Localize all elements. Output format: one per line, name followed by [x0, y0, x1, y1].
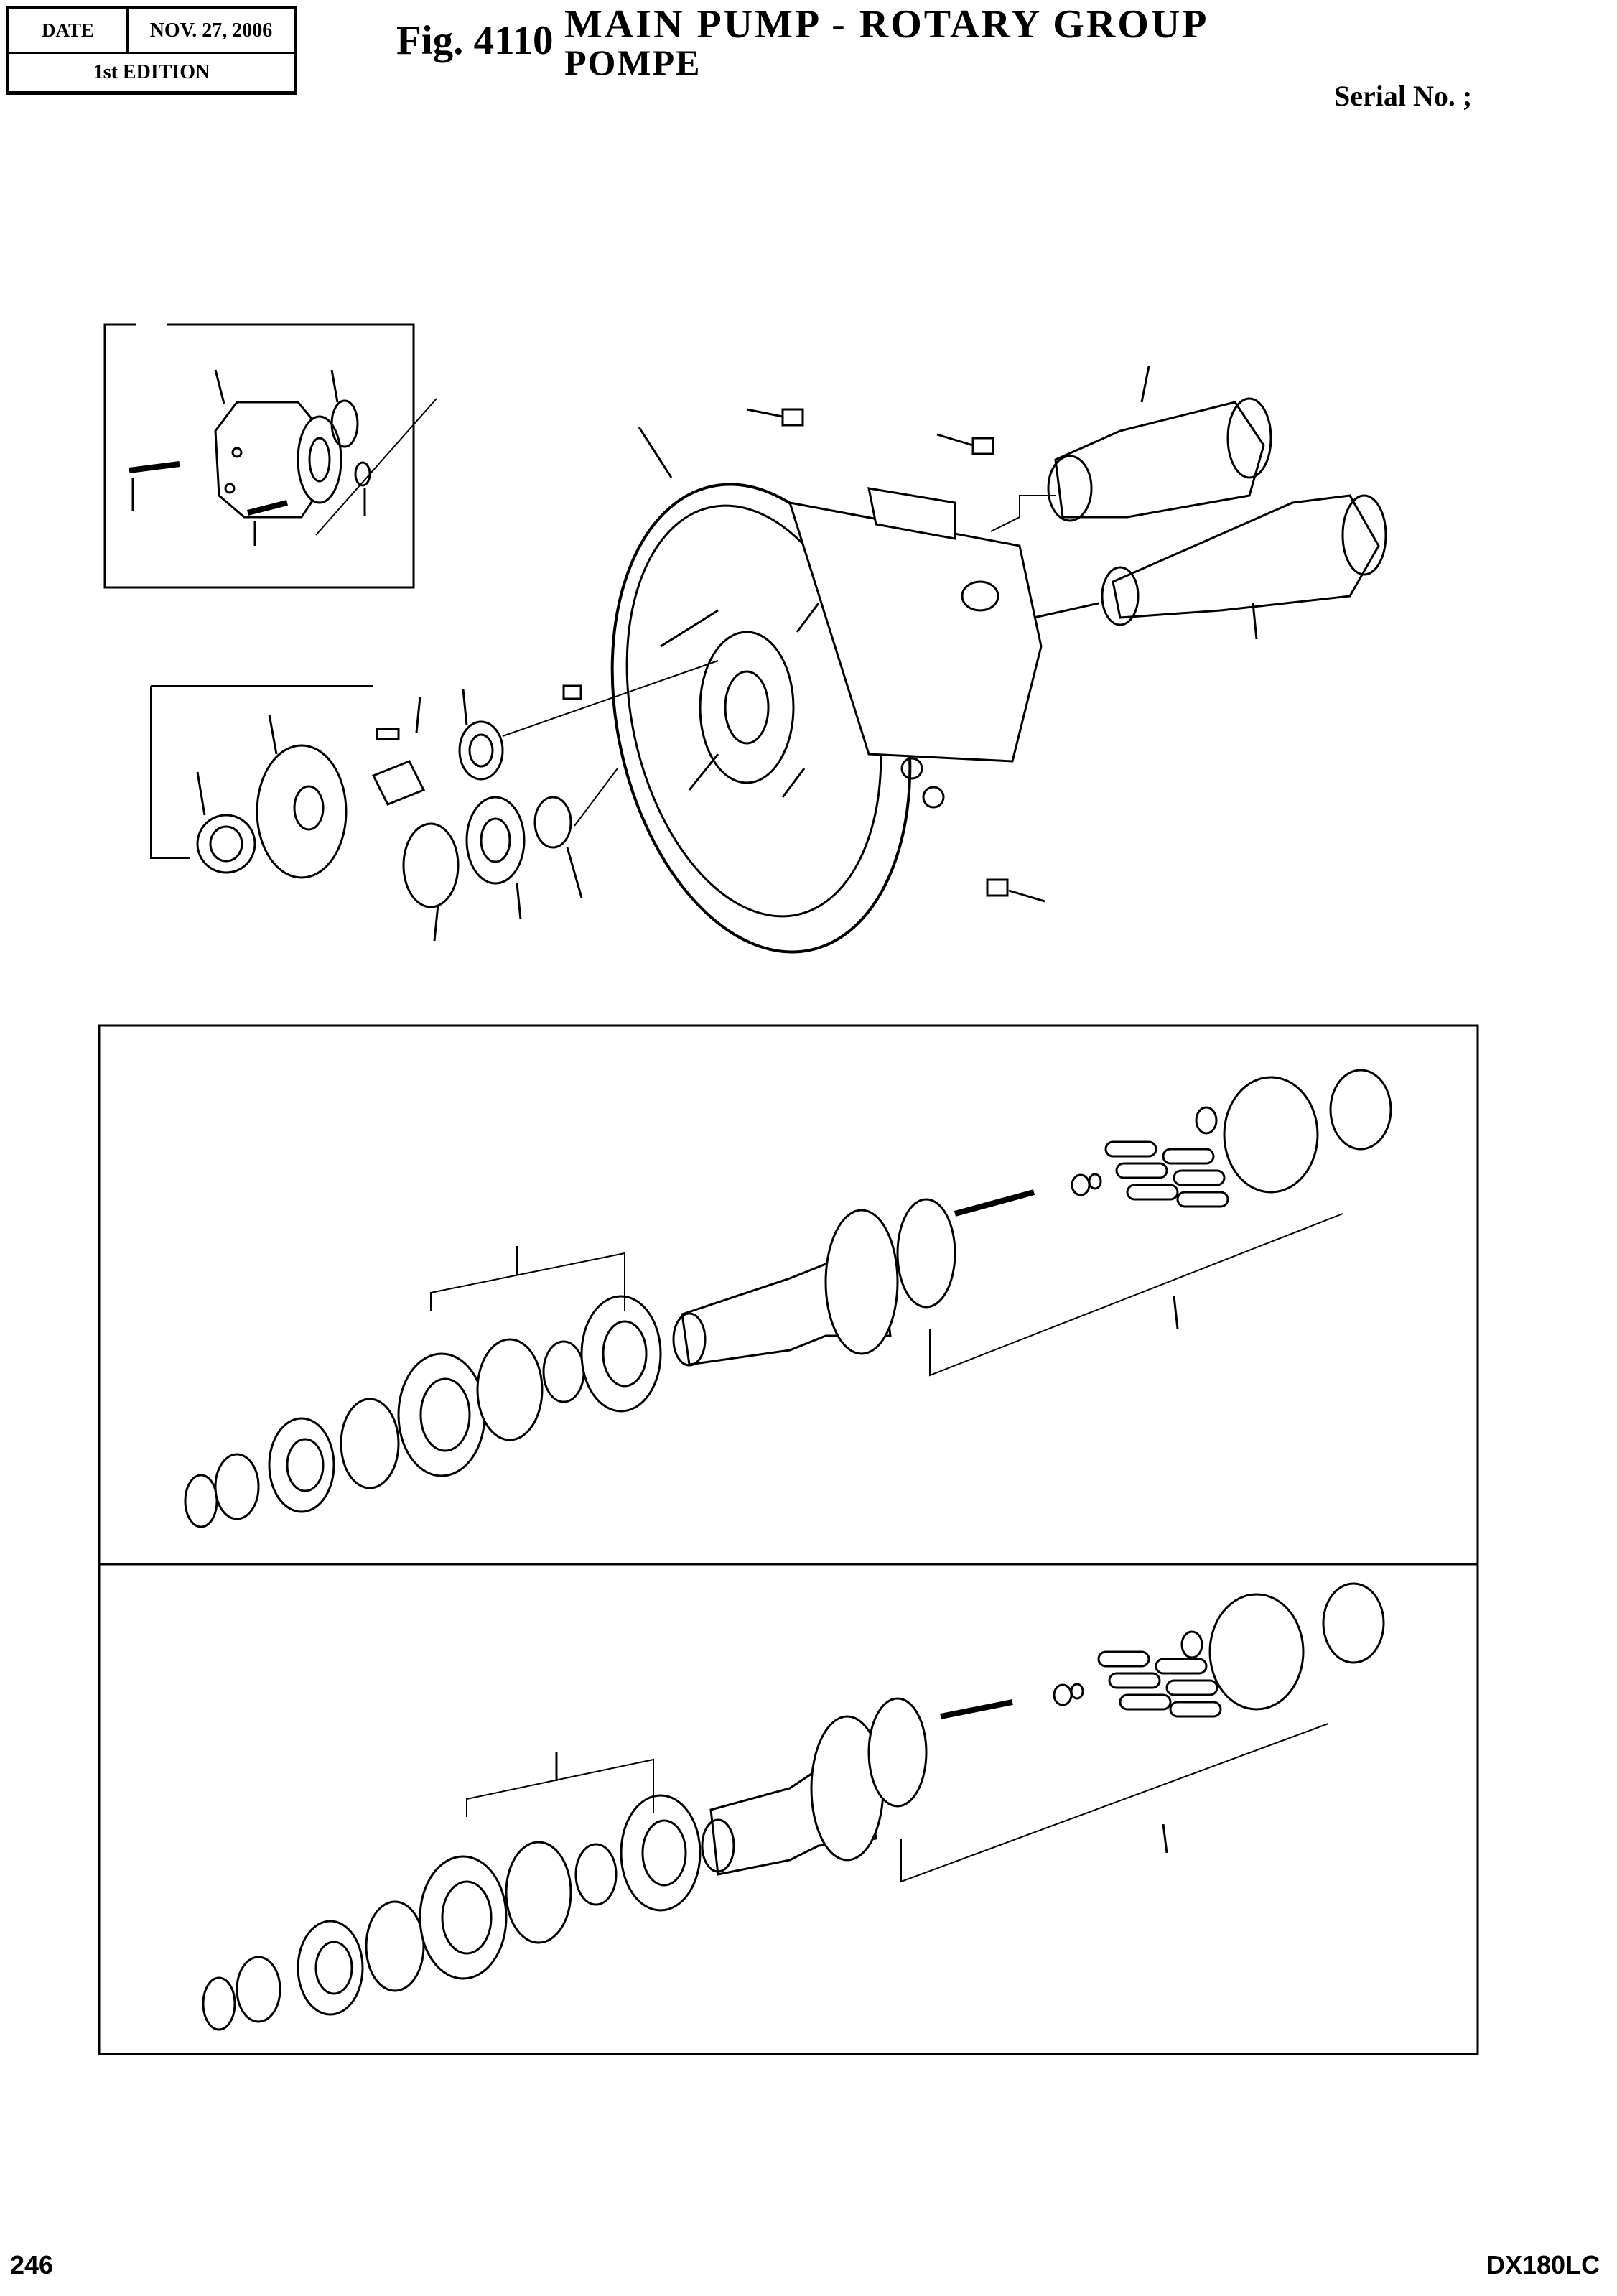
- left-gear-group: [196, 660, 719, 942]
- model-code: DX180LC: [1486, 2250, 1600, 2279]
- edition-label: 1st EDITION: [93, 61, 210, 83]
- gear-pump-inset: [103, 323, 415, 589]
- figure-number: Fig. 4110: [396, 18, 554, 63]
- rotary-group-2: [202, 1582, 1385, 2031]
- date-value: NOV. 27, 2006: [129, 9, 294, 54]
- page-title-french: POMPE: [564, 42, 702, 83]
- date-label: DATE: [9, 9, 129, 54]
- plugs: [562, 408, 1045, 903]
- header-info-table: DATE NOV. 27, 2006 1st EDITION: [6, 6, 297, 95]
- pump-housing: [610, 483, 1043, 954]
- page-title: MAIN PUMP - ROTARY GROUP: [564, 2, 1209, 47]
- shaft-assemblies-top: [990, 366, 1387, 640]
- rotary-group-frame-2: [98, 1563, 1479, 2055]
- page-number: 246: [10, 2250, 54, 2279]
- rotary-group-1: [184, 1069, 1392, 1528]
- serial-number: Serial No. ;: [1334, 80, 1473, 112]
